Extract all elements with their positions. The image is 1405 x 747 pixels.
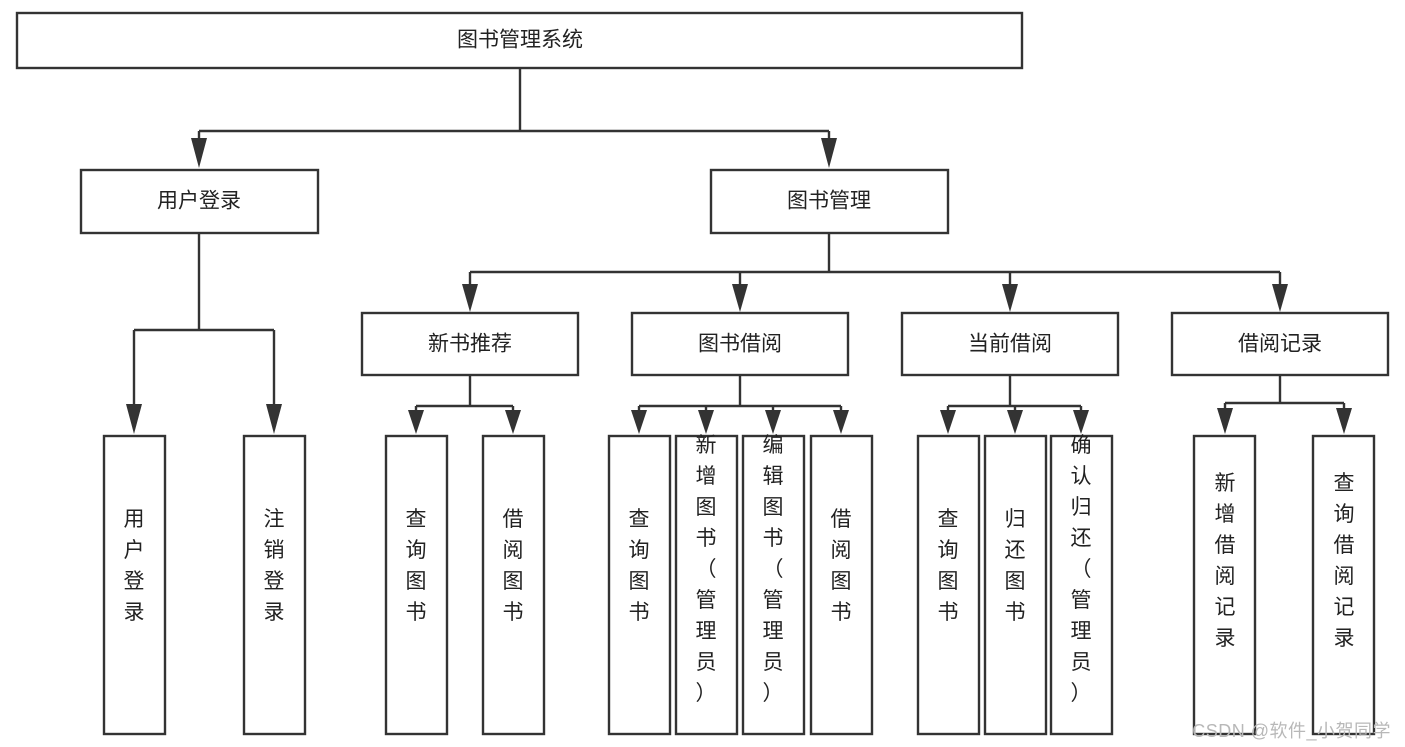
node-current-borrow-box[interactable]: [900, 311, 1120, 377]
leaf-bb-borrow-book[interactable]: 借阅图书: [809, 434, 874, 736]
arrow-head-book-borrow: [732, 284, 748, 312]
node-borrow-record-label: 借阅记录: [1238, 333, 1322, 356]
node-current-borrow[interactable]: 当前借阅: [900, 311, 1120, 377]
leaf-nbr-borrow-book-box[interactable]: [481, 434, 546, 736]
leaf-nbr-query-book-label: 查询图书: [406, 508, 427, 624]
node-book-management-box[interactable]: [709, 168, 950, 235]
leaf-br-query-record-label: 查询借阅记录: [1334, 472, 1355, 650]
leaf-cb-query-book-label: 查询图书: [938, 508, 959, 624]
connector-group-book-mgmt: [462, 233, 1288, 312]
arrow-head-book-mgmt: [821, 138, 837, 168]
arrow-head-current-borrow: [1002, 284, 1018, 312]
connector-group-user-login: [126, 233, 282, 434]
arrow-head-nbr-l1: [408, 410, 424, 434]
arrow-head-bb-l1: [631, 410, 647, 434]
arrow-head-nbr-l2: [505, 410, 521, 434]
leaf-br-add-record[interactable]: 新增借阅记录: [1192, 434, 1257, 736]
leaf-user-login-logout[interactable]: 注销登录: [242, 434, 307, 736]
leaf-nbr-query-book[interactable]: 查询图书: [384, 434, 449, 736]
leaf-bb-add-book-label: 新增图书（管理员）: [696, 434, 717, 705]
leaf-bb-query-book-label: 查询图书: [629, 508, 650, 624]
leaf-cb-return-book-box[interactable]: [983, 434, 1048, 736]
leaf-bb-query-book-box[interactable]: [607, 434, 672, 736]
arrow-head-br-l2: [1336, 408, 1352, 434]
leaf-cb-confirm-return[interactable]: 确认归还（管理员）: [1049, 434, 1114, 736]
node-new-book-recommend-label: 新书推荐: [428, 333, 512, 356]
node-book-borrow-label: 图书借阅: [698, 333, 782, 356]
node-current-borrow-label: 当前借阅: [968, 333, 1052, 356]
arrow-head-user-login-l1: [126, 404, 142, 434]
arrow-head-bb-l4: [833, 410, 849, 434]
leaf-br-query-record-box[interactable]: [1311, 434, 1376, 736]
node-book-management-label: 图书管理: [787, 190, 871, 213]
arrow-head-bb-l3: [765, 410, 781, 434]
leaf-bb-query-book[interactable]: 查询图书: [607, 434, 672, 736]
arrow-head-cb-l2: [1007, 410, 1023, 434]
arrow-head-new-book-recommend: [462, 284, 478, 312]
node-root-system-box[interactable]: [15, 11, 1024, 70]
leaf-bb-edit-book-label: 编辑图书（管理员）: [763, 434, 784, 705]
leaf-bb-add-book[interactable]: 新增图书（管理员）: [674, 434, 739, 736]
connector-group-current-borrow: [940, 375, 1089, 434]
node-new-book-recommend[interactable]: 新书推荐: [360, 311, 580, 377]
leaf-user-login-logout-box[interactable]: [242, 434, 307, 736]
node-borrow-record-box[interactable]: [1170, 311, 1390, 377]
connector-group-borrow-record: [1217, 375, 1352, 434]
arrow-head-user-login: [191, 138, 207, 168]
leaf-user-login-login-box[interactable]: [102, 434, 167, 736]
leaf-br-add-record-box[interactable]: [1192, 434, 1257, 736]
leaf-bb-add-book-box[interactable]: [674, 434, 739, 736]
node-root-system-label: 图书管理系统: [457, 29, 583, 52]
arrow-head-borrow-record: [1272, 284, 1288, 312]
leaf-cb-query-book-box[interactable]: [916, 434, 981, 736]
connector-group-root: [191, 68, 837, 168]
connector-group-book-borrow: [631, 375, 849, 434]
leaf-cb-query-book[interactable]: 查询图书: [916, 434, 981, 736]
leaf-nbr-borrow-book[interactable]: 借阅图书: [481, 434, 546, 736]
leaf-br-query-record[interactable]: 查询借阅记录: [1311, 434, 1376, 736]
arrow-head-cb-l3: [1073, 410, 1089, 434]
node-root-system[interactable]: 图书管理系统: [15, 11, 1024, 70]
arrow-head-br-l1: [1217, 408, 1233, 434]
node-new-book-recommend-box[interactable]: [360, 311, 580, 377]
arrow-head-user-login-l2: [266, 404, 282, 434]
leaf-br-add-record-label: 新增借阅记录: [1215, 472, 1236, 650]
node-borrow-record[interactable]: 借阅记录: [1170, 311, 1390, 377]
leaf-user-login-login[interactable]: 用户登录: [102, 434, 167, 736]
leaf-bb-borrow-book-box[interactable]: [809, 434, 874, 736]
arrow-head-cb-l1: [940, 410, 956, 434]
leaf-cb-return-book-label: 归还图书: [1005, 508, 1026, 624]
node-book-borrow-box[interactable]: [630, 311, 850, 377]
node-user-login[interactable]: 用户登录: [79, 168, 320, 235]
leaf-user-login-login-label: 用户登录: [124, 508, 145, 624]
leaf-cb-confirm-return-box[interactable]: [1049, 434, 1114, 736]
leaf-bb-edit-book-box[interactable]: [741, 434, 806, 736]
leaf-cb-confirm-return-label: 确认归还（管理员）: [1071, 434, 1092, 705]
leaf-nbr-borrow-book-label: 借阅图书: [503, 508, 524, 624]
leaf-user-login-logout-label: 注销登录: [264, 508, 285, 624]
node-book-borrow[interactable]: 图书借阅: [630, 311, 850, 377]
leaf-cb-return-book[interactable]: 归还图书: [983, 434, 1048, 736]
leaf-nbr-query-book-box[interactable]: [384, 434, 449, 736]
node-book-management[interactable]: 图书管理: [709, 168, 950, 235]
leaf-bb-edit-book[interactable]: 编辑图书（管理员）: [741, 434, 806, 736]
node-user-login-box[interactable]: [79, 168, 320, 235]
node-user-login-label: 用户登录: [157, 190, 241, 213]
arrow-head-bb-l2: [698, 410, 714, 434]
leaf-bb-borrow-book-label: 借阅图书: [831, 508, 852, 624]
connector-group-new-book-recommend: [408, 375, 521, 434]
